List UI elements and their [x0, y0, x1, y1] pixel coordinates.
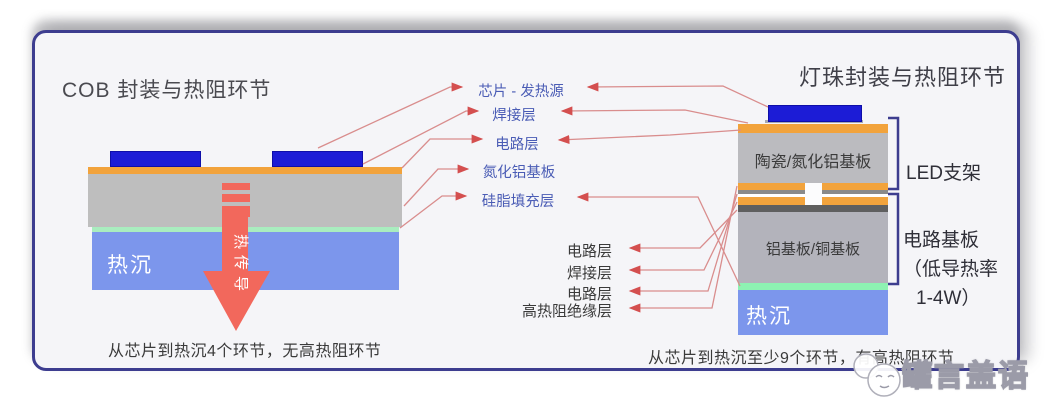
label-chip-heat-source: 芯片 - 发热源	[478, 84, 564, 100]
watermark-text: 罐言盖语	[901, 359, 1030, 394]
pcb-label-line2: （低导热率	[903, 259, 999, 280]
bead-label-circuit-layer-1: 电路层	[566, 243, 612, 260]
bead-heatsink-label: 热沉	[746, 305, 792, 328]
pcb-label-line1: 电路基板	[903, 230, 980, 251]
bead-grease-layer	[738, 283, 888, 290]
bead-metal-label: 铝基板/铜基板	[765, 241, 861, 258]
label-circuit-layer: 电路层	[495, 137, 539, 153]
label-aln-substrate: 氮化铝基板	[482, 165, 556, 181]
heat-conduction-label: 热传导	[232, 234, 249, 298]
cob-caption: 从芯片到热沉4个环节，无高热阻环节	[108, 343, 382, 360]
bead-chip	[768, 105, 862, 122]
cob-aln-substrate	[88, 174, 402, 227]
cob-heatsink-label: 热沉	[107, 254, 153, 277]
pcb-label: 电路基板 （低导热率 1-4W）	[903, 226, 998, 313]
label-solder-layer: 焊接层	[492, 108, 536, 124]
cob-solder-circuit-layer	[88, 167, 402, 174]
bead-insulation-layer	[738, 205, 888, 212]
bead-ceramic-label: 陶瓷/氮化铝基板	[754, 154, 872, 171]
bead-label-circuit-layer-2: 电路层	[566, 286, 612, 303]
bead-top-circuit-layer	[738, 124, 888, 133]
cob-chip-2	[272, 151, 363, 167]
lamp-bead-section-title: 灯珠封装与热阻环节	[799, 65, 1007, 90]
bead-label-solder-layer: 焊接层	[566, 265, 612, 282]
cob-section-title: COB 封装与热阻环节	[62, 79, 272, 102]
bead-heatsink: 热沉	[738, 290, 888, 335]
bead-ceramic-substrate: 陶瓷/氮化铝基板	[738, 133, 888, 183]
led-holder-label: LED支架	[906, 163, 981, 184]
bead-via-gap	[805, 183, 822, 205]
label-grease-fill-layer: 硅脂填充层	[481, 194, 555, 210]
pcb-label-line3: 1-4W）	[916, 288, 981, 309]
cob-chip-1	[110, 151, 201, 167]
bead-label-high-resistance-insulation: 高热阻绝缘层	[521, 303, 612, 320]
bead-metal-substrate: 铝基板/铜基板	[738, 212, 888, 283]
